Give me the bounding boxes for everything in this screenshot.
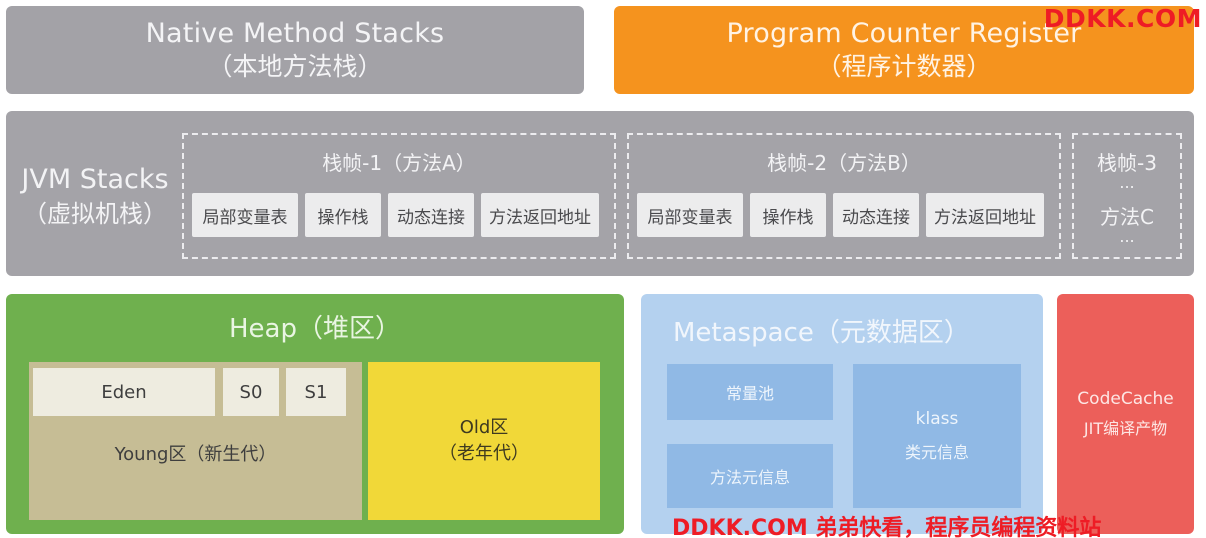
metaspace-block: Metaspace（元数据区） 常量池 方法元信息 klass 类元信息 bbox=[641, 294, 1043, 534]
code-cache-block: CodeCache JIT编译产物 bbox=[1057, 294, 1194, 534]
old-generation-sublabel: （老年代） bbox=[439, 443, 529, 464]
method-metadata-label: 方法元信息 bbox=[709, 468, 790, 487]
dynamic-linking: 动态连接 bbox=[388, 193, 474, 237]
watermark-top: DDKK.COM bbox=[1043, 4, 1202, 33]
stack-frame-3: 栈帧-3 ... 方法C ... bbox=[1072, 133, 1182, 259]
stack-frame-ellipsis-top: ... bbox=[1119, 173, 1135, 192]
program-counter-register-subtitle: （程序计数器） bbox=[816, 52, 992, 81]
stack-frame-slots: 局部变量表 操作栈 动态连接 方法返回地址 bbox=[637, 193, 1044, 237]
survivor-s1: S1 bbox=[286, 368, 346, 416]
eden-space: Eden bbox=[33, 368, 215, 416]
native-method-stacks-subtitle: （本地方法栈） bbox=[207, 52, 383, 81]
jvm-stacks-subtitle: （虚拟机栈） bbox=[23, 200, 167, 228]
program-counter-register-title: Program Counter Register bbox=[726, 18, 1082, 49]
constant-pool-label: 常量池 bbox=[725, 384, 774, 403]
metaspace-title: Metaspace（元数据区） bbox=[673, 318, 970, 348]
constant-pool: 常量池 bbox=[667, 364, 833, 420]
local-variable-table: 局部变量表 bbox=[637, 193, 743, 237]
code-cache-sublabel: JIT编译产物 bbox=[1083, 419, 1168, 438]
jvm-stacks-label: JVM Stacks （虚拟机栈） bbox=[10, 163, 180, 231]
survivor-s0: S0 bbox=[223, 368, 279, 416]
stack-frame-2: 栈帧-2（方法B） 局部变量表 操作栈 动态连接 方法返回地址 bbox=[627, 133, 1061, 259]
dynamic-linking: 动态连接 bbox=[833, 193, 919, 237]
stack-frame-title: 栈帧-2（方法B） bbox=[767, 151, 921, 175]
local-variable-table: 局部变量表 bbox=[192, 193, 298, 237]
return-address: 方法返回地址 bbox=[926, 193, 1044, 237]
native-method-stacks-block: Native Method Stacks （本地方法栈） bbox=[6, 6, 584, 94]
stack-frame-title: 栈帧-1（方法A） bbox=[322, 151, 476, 175]
stack-frame-slots: 局部变量表 操作栈 动态连接 方法返回地址 bbox=[192, 193, 599, 237]
old-generation-label: Old区 bbox=[459, 417, 509, 438]
klass-label: klass bbox=[915, 409, 959, 429]
watermark-bottom: DDKK.COM 弟弟快看，程序员编程资料站 bbox=[672, 516, 1102, 538]
heap-title: Heap（堆区） bbox=[229, 314, 401, 344]
stack-frame-method: 方法C bbox=[1100, 205, 1154, 229]
old-generation: Old区 （老年代） bbox=[368, 362, 600, 520]
operand-stack: 操作栈 bbox=[750, 193, 826, 237]
klass-metadata: klass 类元信息 bbox=[853, 364, 1021, 508]
native-method-stacks-title: Native Method Stacks bbox=[145, 18, 445, 49]
stack-frame-title: 栈帧-3 bbox=[1097, 151, 1157, 175]
young-generation-label: Young区（新生代） bbox=[114, 444, 277, 465]
operand-stack: 操作栈 bbox=[305, 193, 381, 237]
stack-frame-1: 栈帧-1（方法A） 局部变量表 操作栈 动态连接 方法返回地址 bbox=[182, 133, 616, 259]
klass-sublabel: 类元信息 bbox=[904, 443, 969, 462]
method-metadata: 方法元信息 bbox=[667, 444, 833, 508]
heap-block: Heap（堆区） Eden S0 S1 Young区（新生代） Old区 （老年… bbox=[6, 294, 624, 534]
stack-frame-ellipsis-bottom: ... bbox=[1119, 227, 1135, 246]
program-counter-register-block: Program Counter Register （程序计数器） bbox=[614, 6, 1194, 94]
return-address: 方法返回地址 bbox=[481, 193, 599, 237]
code-cache-label: CodeCache bbox=[1077, 389, 1174, 409]
jvm-stacks-block: JVM Stacks （虚拟机栈） 栈帧-1（方法A） 局部变量表 操作栈 动态… bbox=[6, 111, 1194, 276]
jvm-stacks-title: JVM Stacks bbox=[21, 164, 169, 195]
